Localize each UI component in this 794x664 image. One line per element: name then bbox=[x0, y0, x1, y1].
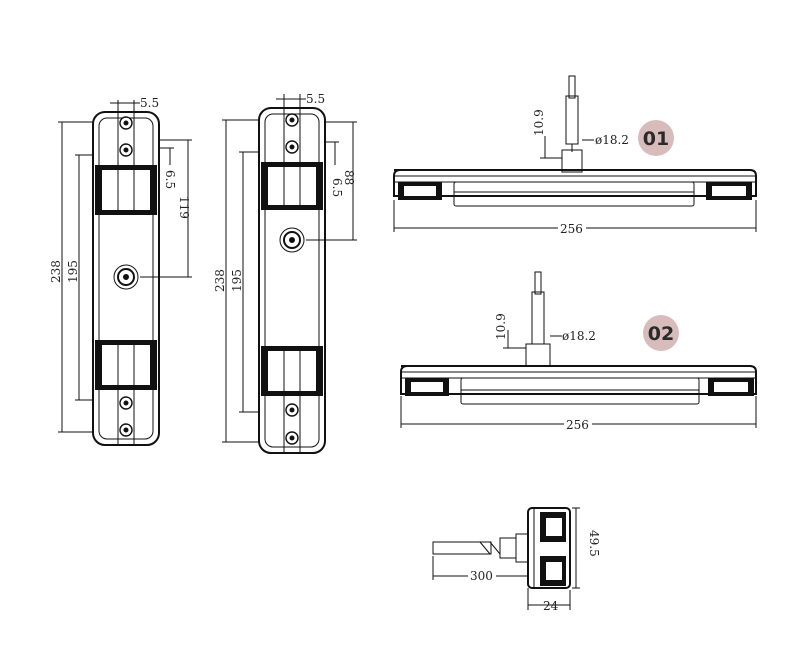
dim-top-label: 5.5 bbox=[140, 96, 159, 110]
dim-length-label: 256 bbox=[566, 418, 589, 432]
shaft-collar bbox=[561, 149, 583, 173]
badge-01 bbox=[638, 120, 674, 156]
hub-icon bbox=[279, 227, 305, 253]
side-view-01-body bbox=[393, 169, 757, 197]
front-view-b: 5.5 6.5 88 238 195 bbox=[213, 92, 357, 454]
dim-inner-label: 195 bbox=[66, 260, 80, 283]
dim-side-label: 6.5 bbox=[330, 178, 344, 197]
dim-diameter-label: ø18.2 bbox=[562, 329, 596, 343]
dim-right-label: 88 bbox=[342, 170, 356, 185]
dim-height-label: 49.5 bbox=[587, 530, 601, 557]
dim-diameter-label: ø18.2 bbox=[595, 133, 629, 147]
dim-top-label: 5.5 bbox=[306, 92, 325, 106]
dim-shaft-label: 300 bbox=[470, 569, 493, 583]
badge-02-label: 02 bbox=[648, 323, 674, 345]
front-view-a: 5.5 6.5 119 238 195 bbox=[49, 96, 192, 446]
end-view-shaft bbox=[432, 541, 492, 555]
dim-length-label: 256 bbox=[560, 222, 583, 236]
badge-02 bbox=[643, 315, 679, 351]
dim-outer-label: 238 bbox=[49, 260, 63, 283]
dim-stem-label: 10.9 bbox=[494, 313, 508, 340]
side-view-01: 256 10.9 ø18.2 01 bbox=[393, 75, 757, 236]
end-view-body bbox=[527, 507, 571, 589]
side-view-01-lens bbox=[453, 181, 695, 207]
side-view-02-body bbox=[400, 365, 757, 395]
side-view-02-lens bbox=[460, 377, 700, 405]
dim-inner-label: 195 bbox=[230, 269, 244, 292]
badge-01-label: 01 bbox=[643, 128, 669, 150]
dim-right-label: 119 bbox=[177, 196, 191, 219]
shaft-collar bbox=[525, 343, 551, 367]
hub-icon bbox=[113, 264, 139, 290]
dim-side-label: 6.5 bbox=[163, 170, 177, 189]
dim-width-label: 24 bbox=[543, 599, 559, 613]
side-view-02: 256 10.9 ø18.2 02 bbox=[400, 271, 757, 432]
end-view: 300 49.5 24 bbox=[432, 507, 601, 613]
dim-stem-label: 10.9 bbox=[532, 109, 546, 136]
front-view-a-outline bbox=[92, 111, 160, 446]
dim-outer-label: 238 bbox=[213, 269, 227, 292]
front-view-b-outline bbox=[258, 107, 326, 454]
